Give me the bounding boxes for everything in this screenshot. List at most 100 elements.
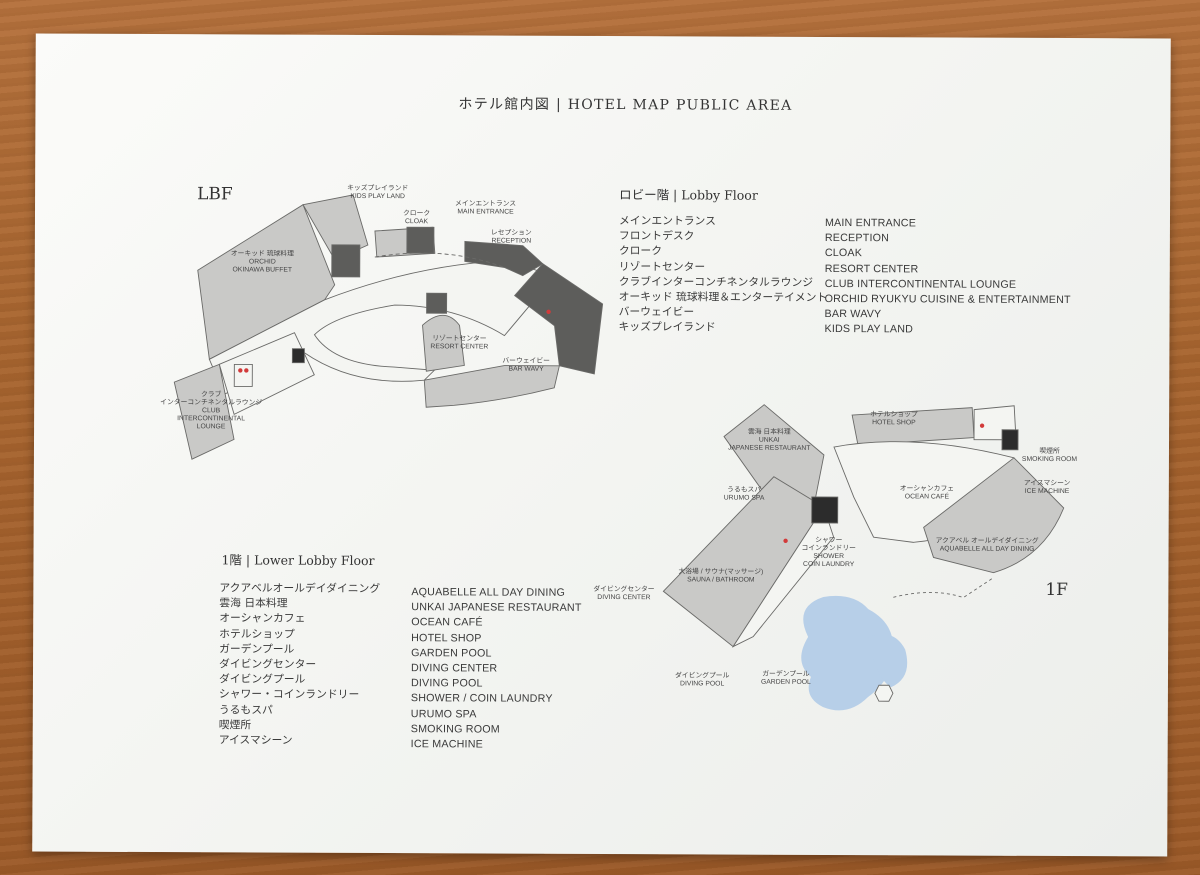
lbf-reception-room (464, 240, 544, 277)
lbf-legend-heading: ロビー階 | Lobby Floor (619, 187, 758, 203)
f1-label-shop-jp: ホテルショップ (870, 411, 918, 419)
lbf-label-entrance-jp: メインエントランス (455, 200, 517, 208)
lbf-legend-en-item: RECEPTION (824, 232, 890, 245)
f1-legend-en-item: URUMO SPA (410, 707, 477, 720)
lbf-legend-en-item: CLOAK (824, 247, 863, 260)
lbf-entrance-line (374, 252, 505, 268)
f1-label-shower-en1: SHOWER (813, 552, 845, 561)
f1-label-aqua-en: AQUABELLE ALL DAY DINING (939, 545, 1035, 553)
f1-legend-jp-item: オーシャンカフェ (219, 611, 306, 626)
lbf-label-club: クラブ インターコンチネンタルラウンジ CLUB INTERCONTINENTA… (160, 391, 262, 431)
f1-legend-jp-item: 雲海 日本料理 (219, 596, 288, 610)
lbf-legend-en-item: RESORT CENTER (824, 262, 919, 275)
lbf-label-orchid-en1: ORCHID (248, 258, 276, 266)
f1-label-dcenter-jp: ダイビングセンター (593, 585, 655, 594)
f1-label-ice-jp: アイスマシーン (1023, 479, 1071, 488)
lbf-resort-center-dark (426, 292, 448, 314)
f1-legend-heading: 1階 | Lower Lobby Floor (221, 552, 375, 569)
f1-label-sauna-en: SAUNA / BATHROOM (687, 576, 755, 584)
f1-legend-en-item: SHOWER / COIN LAUNDRY (410, 692, 553, 706)
lbf-club-corridor (218, 332, 315, 416)
f1-walkway (893, 577, 994, 599)
lbf-dark-small (291, 348, 305, 364)
lbf-bar-wavy-room (423, 365, 560, 408)
f1-legend-jp-item: ガーデンプール (219, 642, 295, 656)
lbf-restroom-icon-c (546, 309, 551, 314)
f1-label-urumo-en: URUMO SPA (723, 494, 765, 502)
lbf-restroom-icon-b (244, 368, 249, 373)
lbf-legend-jp-list: メインエントランス フロントデスク クローク リゾートセンター クラブインターコ… (618, 213, 827, 335)
lbf-label-wavy: バーウェイビー BAR WAVY (502, 358, 550, 374)
lbf-kids-play-land-room (302, 194, 369, 261)
lbf-label-resort: リゾートセンター RESORT CENTER (430, 335, 488, 351)
f1-label-shower-jp1: シャワー (815, 536, 843, 545)
lbf-label-orchid-en2: OKINAWA BUFFET (232, 266, 293, 274)
lbf-corridor-ring (208, 260, 556, 395)
f1-garden-pool (801, 595, 894, 711)
f1-label-shower-en2: COIN LAUNDRY (803, 560, 855, 569)
f1-label-smoking-jp: 喫煙所 (1039, 447, 1060, 455)
f1-label-aqua: アクアベル オールデイダイニング AQUABELLE ALL DAY DININ… (936, 537, 1039, 553)
lbf-label-wavy-jp: バーウェイビー (502, 357, 550, 365)
f1-label-dpool-jp: ダイビングプール (674, 672, 730, 680)
lbf-restroom-box (233, 363, 253, 387)
lbf-legend-jp-item: リゾートセンター (618, 259, 706, 274)
lbf-legend-jp-item: フロントデスク (618, 229, 695, 243)
f1-legend-en-item: SMOKING ROOM (410, 722, 500, 736)
lbf-label-club-jp2: インターコンチネンタルラウンジ (160, 399, 263, 407)
f1-label-smoking: 喫煙所 SMOKING ROOM (1022, 448, 1077, 464)
f1-label-dcenter: ダイビングセンター DIVING CENTER (593, 586, 654, 602)
f1-legend-en-list: AQUABELLE ALL DAY DINING UNKAI JAPANESE … (411, 585, 582, 753)
f1-legend-en-item: HOTEL SHOP (411, 631, 482, 645)
f1-label-garden-en: GARDEN POOL (760, 678, 811, 686)
lbf-legend-jp-item: クラブインターコンチネンタルラウンジ (618, 274, 814, 289)
lbf-legend-jp-item: メインエントランス (618, 214, 716, 228)
lbf-label-entrance-en: MAIN ENTRANCE (457, 208, 514, 216)
f1-label-smoking-en: SMOKING ROOM (1021, 455, 1078, 464)
f1-label-ocean-en: OCEAN CAFÉ (904, 493, 950, 501)
f1-diving-center-block (731, 505, 835, 648)
lbf-restroom-icon-a (238, 368, 243, 373)
lbf-label-reception: レセプション RECEPTION (491, 230, 532, 246)
f1-garden-pool-lobe (868, 634, 908, 688)
f1-legend-en-item: GARDEN POOL (411, 646, 492, 660)
f1-legend-en-item: ICE MACHINE (410, 738, 484, 751)
lbf-label-kids: キッズプレイランド KIDS PLAY LAND (347, 185, 408, 201)
lbf-label-entrance: メインエントランス MAIN ENTRANCE (455, 200, 516, 216)
f1-label-shower-jp2: コインランドリー (801, 544, 856, 553)
lbf-label-orchid-jp: オーキッド 琉球料理 (230, 250, 294, 258)
lbf-orchid-buffet-room (197, 204, 336, 360)
lbf-label-club-en3: LOUNGE (196, 423, 226, 431)
lbf-cloak-dark (406, 226, 435, 254)
lbf-legend-jp-item: キッズプレイランド (618, 320, 716, 334)
f1-label-sauna: 大浴場 / サウナ(マッサージ) SAUNA / BATHROOM (678, 568, 763, 584)
f1-smoking-dark (1001, 429, 1019, 451)
lbf-floor-code: LBF (197, 184, 233, 205)
f1-label-unkai-en2: JAPANESE RESTAURANT (727, 444, 811, 452)
lbf-legend-en-list: MAIN ENTRANCE RECEPTION CLOAK RESORT CEN… (824, 216, 1071, 339)
lbf-legend-en-item: MAIN ENTRANCE (824, 216, 917, 230)
f1-label-urumo-jp: うるもスパ (727, 486, 762, 494)
f1-label-shop: ホテルショップ HOTEL SHOP (870, 411, 918, 427)
f1-restroom-icon-a (979, 423, 985, 428)
f1-legend-en-item: DIVING CENTER (410, 662, 498, 675)
lbf-legend-jp-item: バーウェイビー (618, 305, 695, 319)
f1-legend-jp-list: アクアベルオールデイダイニング 雲海 日本料理 オーシャンカフェ ホテルショップ… (219, 580, 380, 748)
f1-label-unkai: 雲海 日本料理 UNKAI JAPANESE RESTAURANT (728, 429, 811, 453)
f1-label-garden: ガーデンプール GARDEN POOL (761, 671, 811, 687)
f1-legend-en-item: OCEAN CAFÉ (411, 616, 483, 629)
floor-plan-drawing (173, 194, 1065, 711)
f1-label-urumo: うるもスパ URUMO SPA (724, 487, 765, 503)
f1-label-dpool: ダイビングプール DIVING POOL (675, 672, 729, 688)
f1-legend-jp-item: シャワー・コインランドリー (218, 687, 360, 702)
lbf-label-reception-jp: レセプション (490, 229, 532, 237)
lbf-resort-center-room (422, 314, 465, 372)
f1-label-ocean: オーシャンカフェ OCEAN CAFÉ (900, 485, 954, 501)
f1-label-ocean-jp: オーシャンカフェ (899, 485, 955, 493)
f1-aquabelle-room (923, 457, 1065, 574)
f1-legend-jp-item: アイスマシーン (218, 733, 293, 747)
lbf-legend-en-item: ORCHID RYUKYU CUISINE & ENTERTAINMENT (824, 292, 1071, 306)
lbf-label-resort-en: RESORT CENTER (430, 343, 489, 351)
f1-legend-jp-item: ダイビングプール (218, 672, 306, 686)
f1-restroom-icon-b (783, 538, 788, 544)
